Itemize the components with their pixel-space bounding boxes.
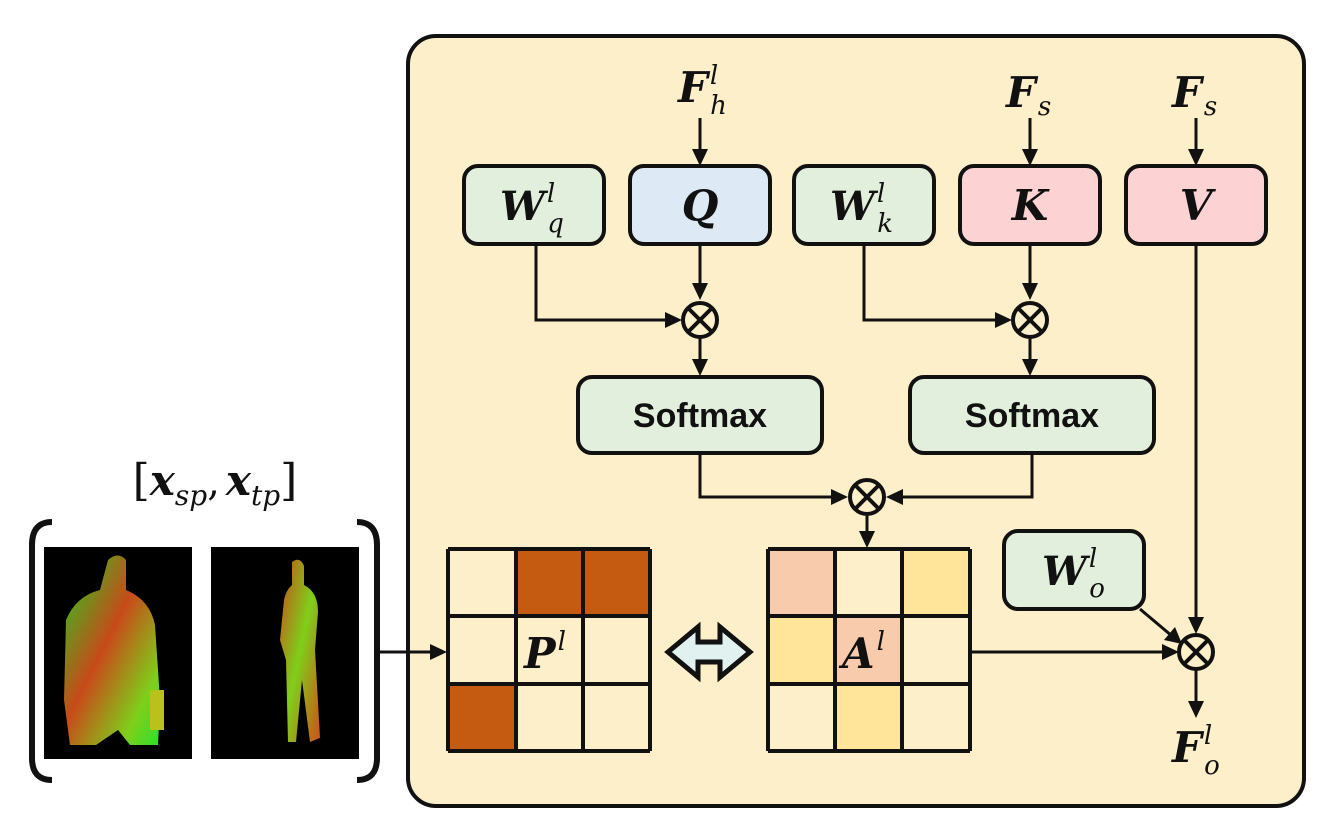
input-f-s-value: Fs [1171, 68, 1217, 122]
left-bracket [29, 519, 53, 783]
svg-text:Wlo: Wlo [1042, 544, 1105, 604]
multiply-op-output [1177, 633, 1215, 671]
input-label: [xsp,xtp] [133, 455, 298, 512]
svg-text:Q: Q [682, 181, 719, 230]
arrowhead-v [1188, 149, 1204, 166]
matrix-a: Al [766, 547, 972, 753]
svg-text:Al: Al [838, 627, 885, 678]
svg-text:Pl: Pl [523, 627, 566, 678]
softmax-box-2: Softmax [908, 375, 1156, 455]
multiply-op-k [1011, 301, 1049, 339]
input-f-s-key: Fs [1005, 68, 1051, 122]
multiply-op-combine [848, 478, 886, 516]
box-q: Q [628, 164, 772, 246]
svg-text:K: K [1011, 181, 1050, 230]
source-pose-image [44, 547, 192, 759]
input-arrowhead [430, 644, 447, 660]
matrix-p: Pl [446, 547, 652, 753]
right-bracket [356, 519, 380, 783]
svg-text:V: V [1180, 181, 1217, 230]
svg-text:Wlq: Wlq [500, 179, 564, 239]
box-k: K [958, 164, 1102, 246]
arrowhead-q [692, 149, 708, 166]
target-pose-image [211, 547, 359, 759]
arrowhead-k [1022, 149, 1038, 166]
svg-text:Softmax: Softmax [633, 397, 767, 435]
equivalence-double-arrow [664, 621, 754, 683]
svg-text:Softmax: Softmax [965, 397, 1099, 435]
multiply-op-q [681, 301, 719, 339]
softmax-box-1: Softmax [576, 375, 824, 455]
box-v: V [1124, 164, 1268, 246]
svg-text:Wlk: Wlk [830, 179, 893, 239]
